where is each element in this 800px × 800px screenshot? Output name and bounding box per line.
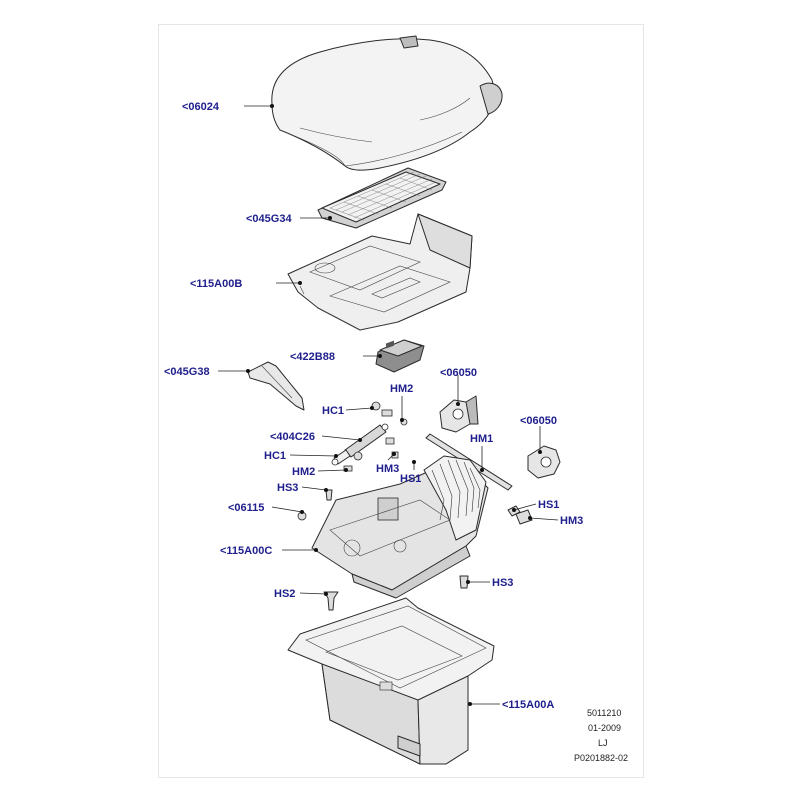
drawing-meta: 5011210 01-2009 LJ P0201882-02 — [574, 708, 628, 763]
part-hinge-bracket-1 — [439, 395, 479, 433]
part-latch — [247, 361, 305, 411]
meta-reference: P0201882-02 — [574, 753, 628, 763]
callout-045G38[interactable]: <045G38 — [164, 366, 210, 378]
meta-drawing-number: 5011210 — [587, 708, 621, 718]
callout-HS3-lower[interactable]: HS3 — [492, 577, 513, 589]
callout-HM2-upper[interactable]: HM2 — [390, 383, 413, 395]
callout-HS2[interactable]: HS2 — [274, 588, 295, 600]
callout-HS3-upper[interactable]: HS3 — [277, 482, 298, 494]
part-armrest-lid — [271, 35, 503, 171]
callout-115A00B[interactable]: <115A00B — [190, 278, 242, 290]
callout-06050-upper[interactable]: <06050 — [440, 367, 477, 379]
callout-06115[interactable]: <06115 — [228, 502, 264, 514]
part-switch — [375, 339, 425, 373]
callout-HS1-lower[interactable]: HS1 — [538, 499, 559, 511]
callout-422B88[interactable]: <422B88 — [290, 351, 335, 363]
meta-initials: LJ — [598, 738, 608, 748]
callout-HM2-lower[interactable]: HM2 — [292, 466, 315, 478]
part-mesh-tray — [317, 167, 447, 229]
part-upper-tray — [287, 213, 473, 331]
callout-HM1[interactable]: HM1 — [470, 433, 493, 445]
callout-045G34[interactable]: <045G34 — [246, 213, 292, 225]
leader-lines — [218, 105, 559, 705]
part-base-mechanism — [311, 455, 489, 599]
callout-labels: <06024 <045G34 <115A00B <422B88 <045G38 … — [164, 101, 583, 711]
callout-HS1-upper[interactable]: HS1 — [400, 473, 421, 485]
callout-HC1-upper[interactable]: HC1 — [322, 405, 344, 417]
callout-115A00A[interactable]: <115A00A — [502, 699, 554, 711]
callout-404C26[interactable]: <404C26 — [270, 431, 315, 443]
callout-HM3-upper[interactable]: HM3 — [376, 463, 399, 475]
leader-dots — [246, 104, 542, 706]
meta-date: 01-2009 — [588, 723, 621, 733]
callout-115A00C[interactable]: <115A00C — [220, 545, 272, 557]
callout-06050-lower[interactable]: <06050 — [520, 415, 557, 427]
part-storage-bin — [287, 597, 495, 765]
part-hinge-bracket-2 — [527, 445, 561, 479]
callout-HC1-lower[interactable]: HC1 — [264, 450, 286, 462]
callout-06024[interactable]: <06024 — [182, 101, 220, 113]
callout-HM3-lower[interactable]: HM3 — [560, 515, 583, 527]
part-gas-strut — [331, 423, 389, 466]
